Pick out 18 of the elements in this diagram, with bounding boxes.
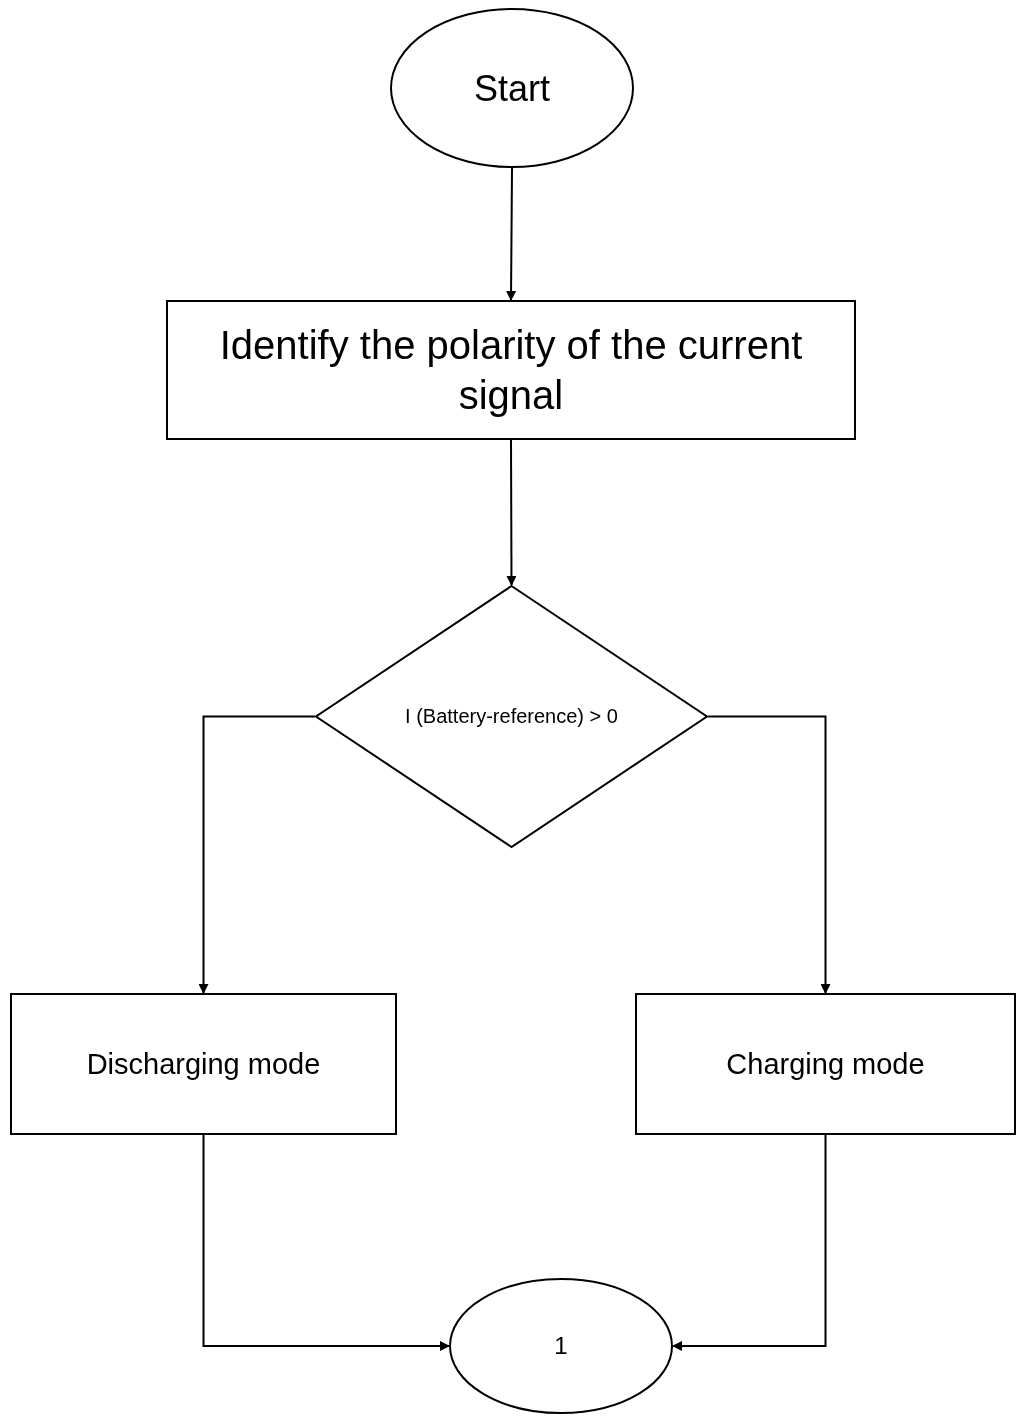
arrow [672,1134,827,1351]
decision-diamond [315,585,708,848]
node-label: Charging mode [725,1046,926,1082]
start-ellipse [390,8,634,168]
arrow [506,439,517,586]
node-label: I (Battery-reference) > 0 [404,704,619,729]
arrow [506,167,517,301]
node-label: Discharging mode [85,1046,322,1082]
node-label: 1 [553,1331,569,1361]
process-box [10,993,397,1135]
arrow [198,715,316,994]
arrow [707,715,831,994]
process-box [635,993,1016,1135]
process-box [166,300,856,440]
connector-ellipse [449,1278,673,1414]
node-label: Start [473,66,551,111]
arrow [202,1134,450,1351]
node-label: Identify the polarity of the current signal [218,322,804,419]
